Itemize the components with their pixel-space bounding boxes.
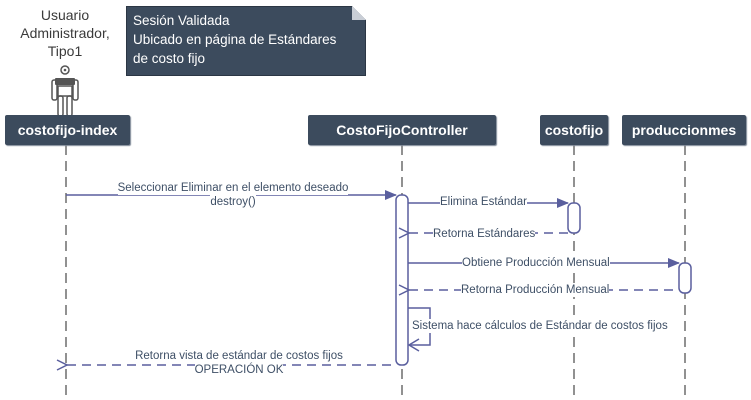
note-line: Sesión Validada <box>133 13 230 28</box>
message-label-m1: Seleccionar Eliminar en el elemento dese… <box>98 181 368 209</box>
message-text: Seleccionar Eliminar en el elemento dese… <box>117 181 349 195</box>
user-actor-icon <box>51 65 79 117</box>
actor-caption-line: Tipo1 <box>47 43 83 59</box>
message-text: OPERACIÓN OK <box>194 363 284 377</box>
actor-caption: Usuario Administrador, Tipo1 <box>0 6 130 60</box>
actor-caption-line: Usuario <box>40 7 90 23</box>
message-label-m4: Obtiene Producción Mensual <box>462 256 610 270</box>
message-label-m3: Retorna Estándares <box>433 227 536 241</box>
arrow-m6-head <box>407 338 420 352</box>
actor-caption-line: Administrador, <box>20 25 110 41</box>
activation-produccion <box>678 262 692 294</box>
message-label-m6: Sistema hace cálculos de Estándar de cos… <box>412 319 668 333</box>
message-label-m7: Retorna vista de estándar de costos fijo… <box>104 349 374 377</box>
message-label-m2: Elimina Estándar <box>440 195 527 209</box>
message-text: Retorna vista de estándar de costos fijo… <box>135 349 343 363</box>
message-label-m5: Retorna Producción Mensual <box>461 283 610 297</box>
lifeline-header-controller: CostoFijoController <box>308 115 496 145</box>
note-line: Ubicado en página de Estándares <box>133 32 337 47</box>
activation-costofijo <box>567 202 581 234</box>
note-line: de costo fijo <box>133 51 206 66</box>
activation-controller <box>395 194 409 366</box>
message-text: destroy() <box>210 195 256 209</box>
lifeline-header-costofijo: costofijo <box>540 115 608 145</box>
lifeline-header-produccion: produccionmes <box>622 115 746 145</box>
lifeline-header-index: costofijo-index <box>5 115 130 145</box>
session-note: Sesión Validada Ubicado en página de Est… <box>126 6 366 76</box>
